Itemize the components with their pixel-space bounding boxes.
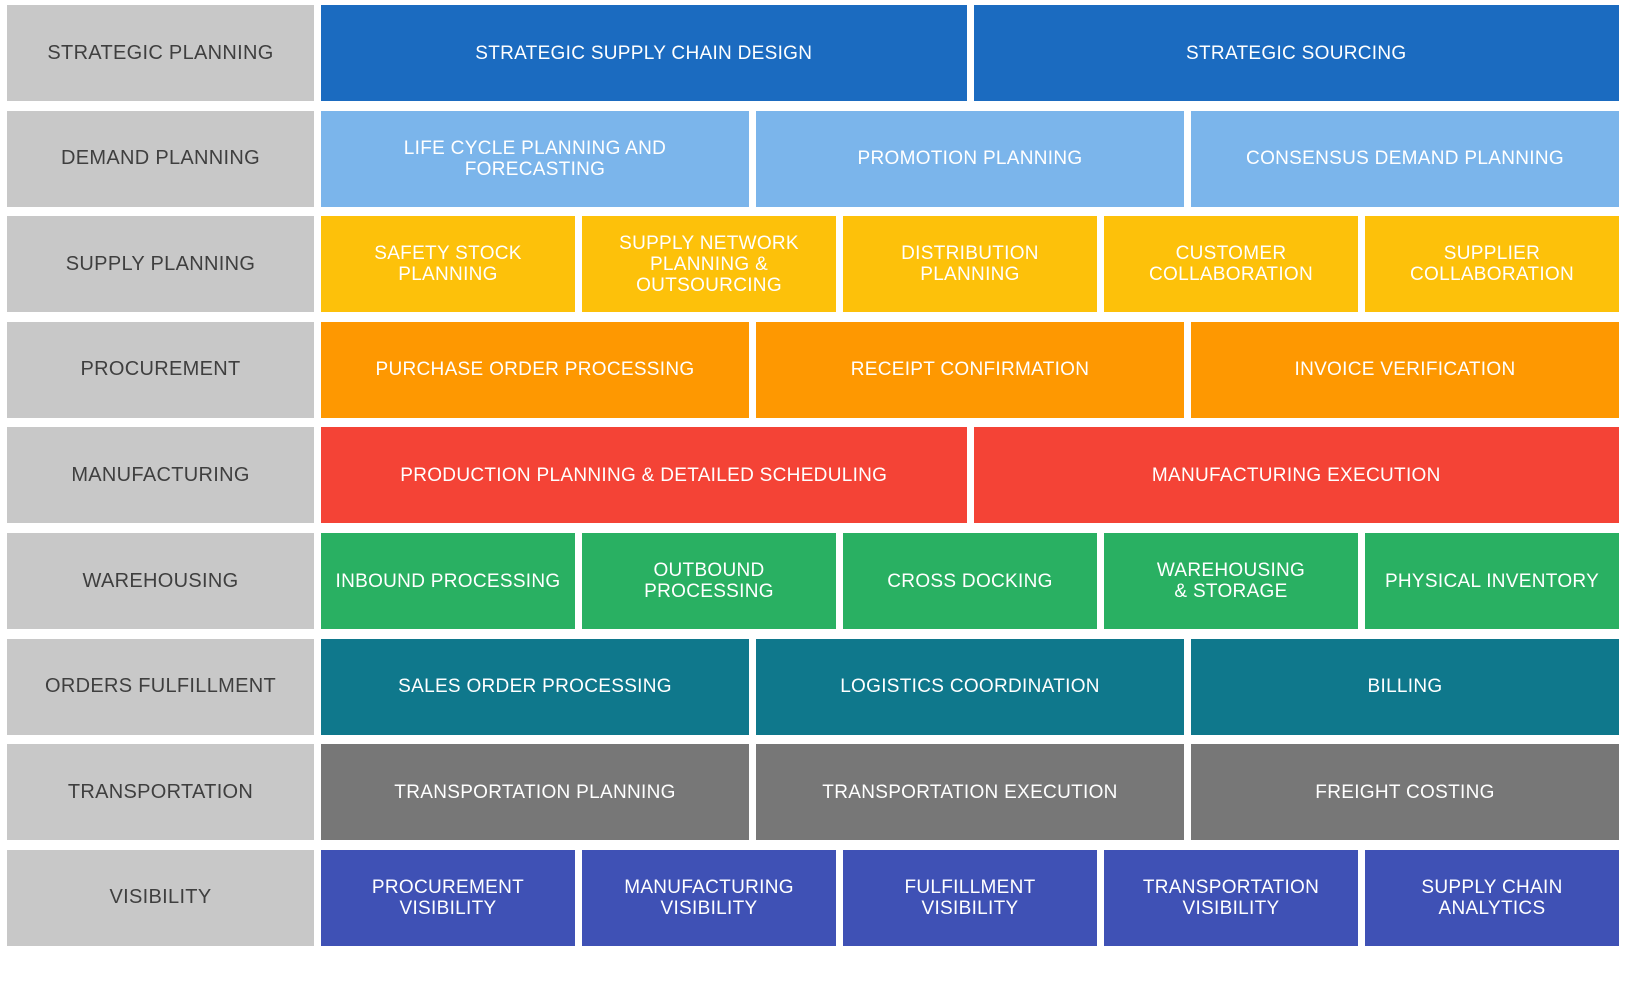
capability-cell: LIFE CYCLE PLANNING AND FORECASTING xyxy=(321,110,749,207)
capability-cell: OUTBOUND PROCESSING xyxy=(582,533,836,629)
capability-cell: BILLING xyxy=(1191,638,1619,735)
row-label: TRANSPORTATION xyxy=(7,744,314,841)
capability-cell: PHYSICAL INVENTORY xyxy=(1365,533,1619,629)
row-label: WAREHOUSING xyxy=(7,533,314,629)
capability-cell: PROCUREMENT VISIBILITY xyxy=(321,849,575,946)
capability-cell: TRANSPORTATION VISIBILITY xyxy=(1104,849,1358,946)
row-label: SUPPLY PLANNING xyxy=(7,216,314,313)
capability-cell: FREIGHT COSTING xyxy=(1191,744,1619,841)
row-label: MANUFACTURING xyxy=(7,427,314,524)
capability-cell: PROMOTION PLANNING xyxy=(756,110,1184,207)
capability-cell: SUPPLIER COLLABORATION xyxy=(1365,216,1619,313)
capability-cell: INVOICE VERIFICATION xyxy=(1191,321,1619,418)
capability-cell: CONSENSUS DEMAND PLANNING xyxy=(1191,110,1619,207)
capability-cell: SAFETY STOCK PLANNING xyxy=(321,216,575,313)
capability-cell: MANUFACTURING VISIBILITY xyxy=(582,849,836,946)
row-label: VISIBILITY xyxy=(7,849,314,946)
capability-cell: INBOUND PROCESSING xyxy=(321,533,575,629)
capability-cell: CUSTOMER COLLABORATION xyxy=(1104,216,1358,313)
capability-cell: WAREHOUSING & STORAGE xyxy=(1104,533,1358,629)
capability-cell: STRATEGIC SOURCING xyxy=(973,5,1619,101)
capability-cell: TRANSPORTATION PLANNING xyxy=(321,744,749,841)
capability-cell: SUPPLY CHAIN ANALYTICS xyxy=(1365,849,1619,946)
row-label: STRATEGIC PLANNING xyxy=(7,5,314,101)
row-label: PROCUREMENT xyxy=(7,321,314,418)
capability-cell: RECEIPT CONFIRMATION xyxy=(756,321,1184,418)
capability-cell: PURCHASE ORDER PROCESSING xyxy=(321,321,749,418)
capability-cell: SUPPLY NETWORK PLANNING & OUTSOURCING xyxy=(582,216,836,313)
row-label: DEMAND PLANNING xyxy=(7,110,314,207)
row-label: ORDERS FULFILLMENT xyxy=(7,638,314,735)
capability-cell: STRATEGIC SUPPLY CHAIN DESIGN xyxy=(321,5,967,101)
row-cells: PRODUCTION PLANNING & DETAILED SCHEDULIN… xyxy=(321,427,1619,524)
capability-cell: TRANSPORTATION EXECUTION xyxy=(756,744,1184,841)
capability-cell: LOGISTICS COORDINATION xyxy=(756,638,1184,735)
capability-cell: MANUFACTURING EXECUTION xyxy=(973,427,1619,524)
capability-cell: SALES ORDER PROCESSING xyxy=(321,638,749,735)
capability-cell: PRODUCTION PLANNING & DETAILED SCHEDULIN… xyxy=(321,427,967,524)
capability-cell: DISTRIBUTION PLANNING xyxy=(843,216,1097,313)
capability-cell: CROSS DOCKING xyxy=(843,533,1097,629)
capability-cell: FULFILLMENT VISIBILITY xyxy=(843,849,1097,946)
